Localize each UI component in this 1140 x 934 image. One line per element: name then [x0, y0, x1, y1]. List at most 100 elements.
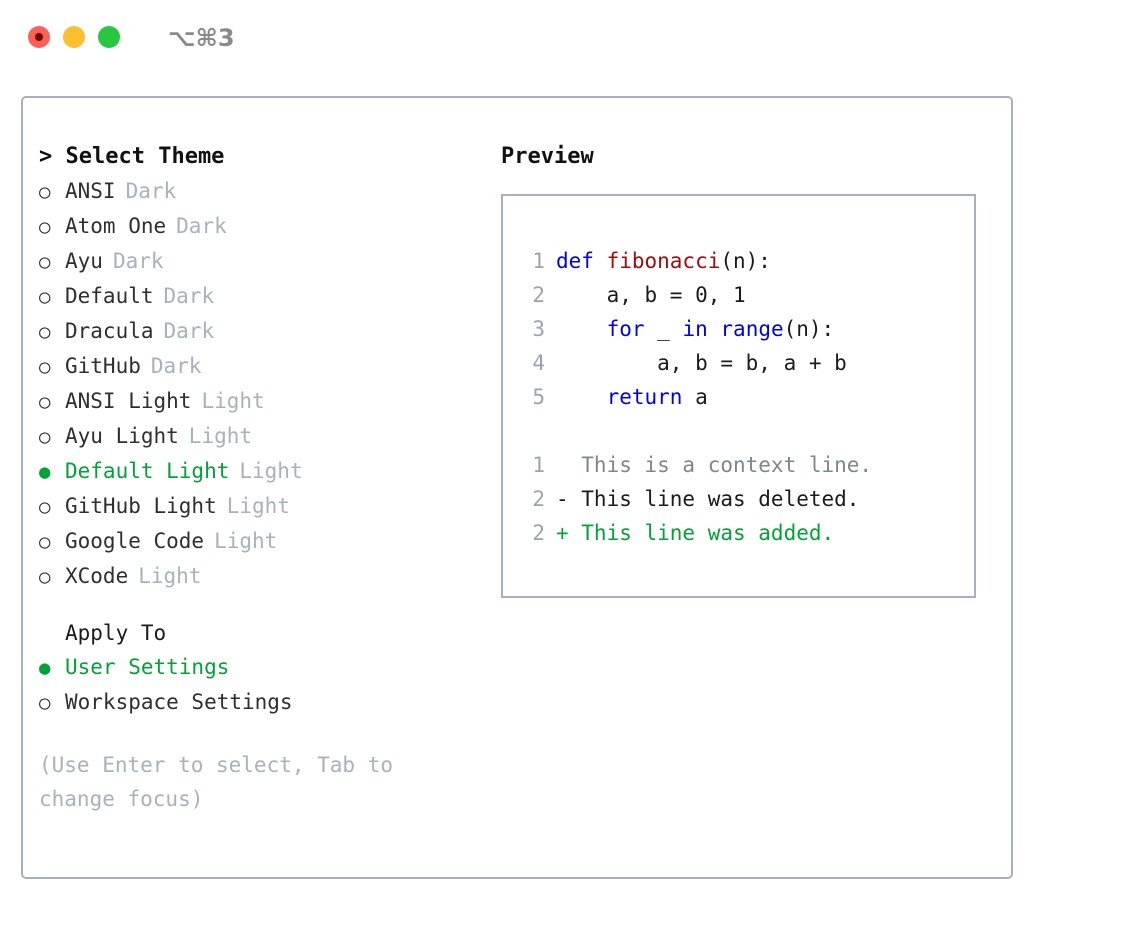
- theme-option-label: Dracula: [65, 319, 154, 343]
- code-token-plain: a, b = b, a + b: [556, 351, 847, 375]
- code-line-content: def fibonacci(n):: [556, 244, 771, 278]
- code-line: 4 a, b = b, a + b: [517, 346, 966, 380]
- theme-option-ayu[interactable]: ○ Ayu Dark: [39, 244, 479, 279]
- diff-line-delete: 2 - This line was deleted.: [517, 482, 966, 516]
- theme-option-ansi-light[interactable]: ○ ANSI Light Light: [39, 384, 479, 419]
- theme-variant-tag: Dark: [112, 249, 164, 273]
- theme-option-label: Atom One: [65, 214, 167, 238]
- diff-line-content: This is a context line.: [556, 453, 873, 477]
- theme-variant-tag: Dark: [163, 319, 215, 343]
- theme-option-label: GitHub Light: [65, 494, 217, 518]
- theme-option-label: ANSI: [65, 179, 116, 203]
- diff-line-content: + This line was added.: [556, 521, 835, 545]
- radio-unselected-icon: ○: [39, 391, 51, 413]
- theme-variant-tag: Dark: [125, 179, 177, 203]
- radio-unselected-icon: ○: [39, 531, 51, 553]
- title-bar: ⌥⌘3: [0, 0, 1140, 78]
- radio-unselected-icon: ○: [39, 216, 51, 238]
- theme-option-github-light[interactable]: ○ GitHub Light Light: [39, 489, 479, 524]
- theme-option-label: Ayu Light: [65, 424, 179, 448]
- theme-option-label: XCode: [65, 564, 129, 588]
- theme-option-default[interactable]: ○ Default Dark: [39, 279, 479, 314]
- line-number: 2: [532, 283, 545, 307]
- code-token-keyword: range: [720, 317, 784, 341]
- code-line-content: a, b = b, a + b: [556, 346, 847, 380]
- line-number: 2: [532, 521, 545, 545]
- line-number: 3: [532, 317, 545, 341]
- theme-variant-tag: Light: [201, 389, 265, 413]
- radio-unselected-icon: ○: [39, 566, 51, 588]
- code-line-content: return a: [556, 380, 708, 414]
- line-number: 5: [532, 385, 545, 409]
- diff-line-content: - This line was deleted.: [556, 487, 860, 511]
- theme-variant-tag: Light: [226, 494, 290, 518]
- radio-unselected-icon: ○: [39, 496, 51, 518]
- code-line: 3 for _ in range(n):: [517, 312, 966, 346]
- theme-variant-tag: Light: [214, 529, 278, 553]
- line-number: 2: [532, 487, 545, 511]
- code-token-plain: (n):: [783, 317, 835, 341]
- apply-to-option-list[interactable]: ●User Settings ○ Workspace Settings: [39, 650, 479, 720]
- line-number: 4: [532, 351, 545, 375]
- code-token-plain: [556, 317, 607, 341]
- radio-unselected-icon: ○: [39, 356, 51, 378]
- theme-variant-tag: Light: [239, 459, 303, 483]
- radio-unselected-icon: ○: [39, 321, 51, 343]
- code-token-function: fibonacci: [606, 249, 721, 273]
- theme-option-label: Google Code: [65, 529, 205, 553]
- radio-unselected-icon: ○: [39, 181, 51, 203]
- close-window-icon[interactable]: [28, 26, 50, 48]
- apply-to-option-user-settings[interactable]: ●User Settings: [39, 650, 479, 685]
- theme-option-label: Default Light: [65, 459, 230, 483]
- apply-to-option-label: User Settings: [65, 655, 230, 679]
- radio-unselected-icon: ○: [39, 426, 51, 448]
- preview-title: Preview: [501, 144, 594, 169]
- radio-unselected-icon: ○: [39, 692, 51, 714]
- code-token-keyword: for: [606, 317, 645, 341]
- code-token-keyword: return: [606, 385, 683, 409]
- diff-line-context: 1 This is a context line.: [517, 448, 966, 482]
- apply-to-title: Apply To: [65, 621, 167, 645]
- theme-option-default-light[interactable]: ● Default Light Light: [39, 454, 479, 489]
- keyboard-hint-text: (Use Enter to select, Tab to change focu…: [39, 753, 394, 811]
- code-line: 1 def fibonacci(n):: [517, 244, 966, 278]
- theme-option-label: GitHub: [65, 354, 141, 378]
- theme-variant-tag: Dark: [150, 354, 202, 378]
- theme-option-label: ANSI Light: [65, 389, 192, 413]
- code-line: 5 return a: [517, 380, 966, 414]
- theme-option-label: Default: [65, 284, 154, 308]
- radio-unselected-icon: ○: [39, 251, 51, 273]
- preview-box: 1 def fibonacci(n): 2 a, b = 0, 1 3 for _ i…: [501, 194, 976, 598]
- diff-line-add: 2 + This line was added.: [517, 516, 966, 550]
- code-token-plain: a, b = 0, 1: [556, 283, 746, 307]
- minimize-window-icon[interactable]: [63, 26, 85, 48]
- theme-option-github[interactable]: ○ GitHub Dark: [39, 349, 479, 384]
- code-token-plain: a: [682, 385, 708, 409]
- theme-option-atom-one[interactable]: ○ Atom One Dark: [39, 209, 479, 244]
- theme-variant-tag: Light: [138, 564, 202, 588]
- theme-option-google-code[interactable]: ○ Google Code Light: [39, 524, 479, 559]
- apply-to-option-workspace-settings[interactable]: ○ Workspace Settings: [39, 685, 479, 720]
- apply-to-option-label: Workspace Settings: [65, 690, 293, 714]
- theme-variant-tag: Dark: [176, 214, 227, 238]
- spacer: [39, 720, 479, 748]
- theme-variant-tag: Dark: [163, 284, 215, 308]
- code-token-plain: _: [644, 317, 683, 341]
- theme-option-dracula[interactable]: ○ Dracula Dark: [39, 314, 479, 349]
- maximize-window-icon[interactable]: [98, 26, 120, 48]
- code-token-plain: [556, 385, 607, 409]
- spacer: [39, 594, 479, 616]
- code-token-keyword: in: [682, 317, 708, 341]
- radio-unselected-icon: ○: [39, 286, 51, 308]
- code-token-plain: [708, 317, 721, 341]
- theme-option-xcode[interactable]: ○ XCode Light: [39, 559, 479, 594]
- theme-option-ansi[interactable]: ○ ANSI Dark: [39, 174, 479, 209]
- theme-option-label: Ayu: [65, 249, 103, 273]
- radio-selected-icon: ●: [39, 461, 51, 483]
- line-number: 1: [532, 249, 545, 273]
